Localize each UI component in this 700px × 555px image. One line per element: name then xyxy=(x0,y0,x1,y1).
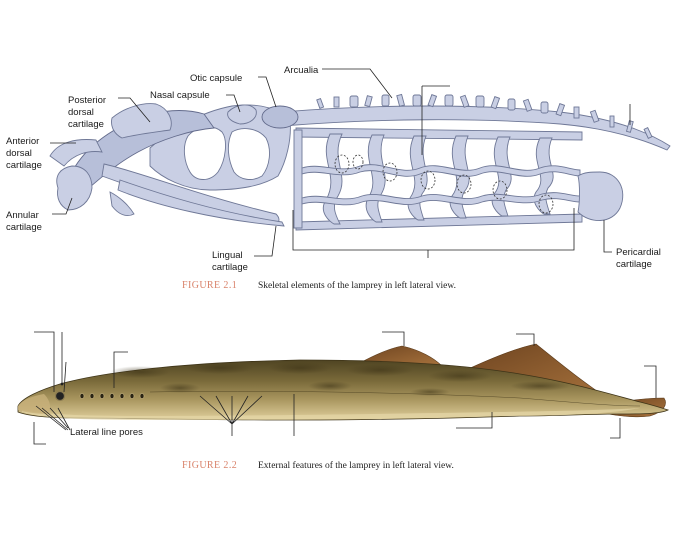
leader-pericardial xyxy=(603,220,612,253)
figure-2-2-caption: FIGURE 2.2 External features of the lamp… xyxy=(182,460,454,471)
leader-nasal-capsule xyxy=(226,94,241,113)
cranium xyxy=(49,103,299,227)
bracket-notochord xyxy=(421,85,450,155)
label-posterior-dorsal-2: dorsal xyxy=(68,107,94,118)
caption-text-2-1: Skeletal elements of the lamprey in left… xyxy=(258,280,456,291)
eye xyxy=(54,390,66,402)
bracket-basket xyxy=(292,208,575,258)
arcualia xyxy=(316,93,653,139)
leader-posterior-dorsal xyxy=(118,97,151,123)
label-annular-1: Annular xyxy=(6,210,39,221)
bracket-head-1 xyxy=(34,331,55,392)
leader-lingual xyxy=(254,225,277,257)
lamprey-body-illustration xyxy=(17,343,670,421)
label-anterior-dorsal-1: Anterior xyxy=(6,136,39,147)
bracket-second-dorsal xyxy=(516,333,535,346)
pericardial-cartilage xyxy=(577,171,624,221)
leader-gills xyxy=(199,395,263,436)
leader-pores xyxy=(35,405,71,431)
skeleton-leader-lines xyxy=(50,68,631,258)
label-anterior-dorsal-2: dorsal xyxy=(6,148,32,159)
leader-arcualia xyxy=(322,68,393,99)
bracket-gill xyxy=(113,351,128,388)
label-posterior-dorsal-1: Posterior xyxy=(68,95,106,106)
bracket-tail-end xyxy=(644,365,657,398)
label-lingual-1: Lingual xyxy=(212,250,243,261)
gill-openings xyxy=(79,393,145,399)
label-lateral-line-pores: Lateral line pores xyxy=(70,427,143,438)
label-arcualia: Arcualia xyxy=(284,65,319,76)
bracket-eye xyxy=(63,361,67,393)
label-lingual-2: cartilage xyxy=(212,262,248,273)
caption-number-2-1: FIGURE 2.1 xyxy=(182,280,237,291)
body-labels: Lateral line pores xyxy=(70,427,143,438)
label-anterior-dorsal-3: cartilage xyxy=(6,160,42,171)
label-pericardial-2: cartilage xyxy=(616,259,652,270)
bracket-oral-disc xyxy=(33,422,46,445)
label-otic-capsule: Otic capsule xyxy=(190,73,242,84)
body-leader-lines xyxy=(33,331,657,445)
label-pericardial-1: Pericardial xyxy=(616,247,661,258)
leader-annular xyxy=(52,197,73,215)
bracket-caudal xyxy=(610,418,621,439)
caption-number-2-2: FIGURE 2.2 xyxy=(182,460,237,471)
lamprey-skeleton xyxy=(49,93,671,231)
bracket-cloaca xyxy=(456,412,493,429)
figure-2-1-caption: FIGURE 2.1 Skeletal elements of the lamp… xyxy=(182,280,456,291)
label-annular-2: cartilage xyxy=(6,222,42,233)
skeleton-labels: Arcualia Otic capsule Nasal capsule Post… xyxy=(6,65,661,273)
caption-text-2-2: External features of the lamprey in left… xyxy=(258,460,454,471)
notochord xyxy=(281,105,671,151)
bracket-first-dorsal xyxy=(382,331,405,346)
label-posterior-dorsal-3: cartilage xyxy=(68,119,104,130)
label-nasal-capsule: Nasal capsule xyxy=(150,90,210,101)
leader-otic-capsule xyxy=(258,76,277,108)
branchial-basket xyxy=(293,127,583,231)
